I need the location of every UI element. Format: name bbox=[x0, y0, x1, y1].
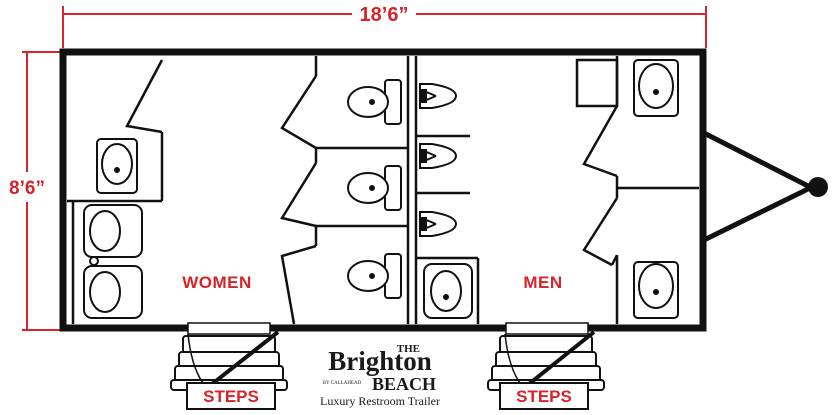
right-entry-door bbox=[522, 330, 596, 390]
left-steps bbox=[170, 335, 288, 391]
men-door-opening bbox=[505, 322, 589, 335]
left-steps-badge bbox=[186, 382, 276, 410]
hitch-ball bbox=[808, 177, 828, 197]
right-steps-label: STEPS bbox=[516, 387, 572, 406]
women-door-opening bbox=[187, 322, 271, 335]
trailer-hitch bbox=[701, 130, 813, 243]
right-steps-badge bbox=[499, 382, 589, 410]
interior-walls bbox=[67, 56, 699, 324]
women-room-label: WOMEN bbox=[182, 273, 252, 292]
men-room-label: MEN bbox=[523, 273, 562, 292]
logo-beach: BEACH bbox=[372, 374, 436, 394]
left-steps-label: STEPS bbox=[203, 387, 259, 406]
length-dimension bbox=[62, 6, 707, 48]
brighton-beach-logo: THE Brighton BY CALLAHEAD BEACH Luxury R… bbox=[320, 343, 440, 408]
width-label: 8’6” bbox=[9, 178, 45, 199]
logo-maker: BY CALLAHEAD bbox=[323, 381, 362, 386]
length-label: 18’6” bbox=[360, 4, 409, 26]
logo-brighton: Brighton bbox=[328, 346, 432, 376]
logo-tagline: Luxury Restroom Trailer bbox=[320, 394, 440, 408]
women-fixtures bbox=[83, 79, 402, 319]
logo-the: THE bbox=[397, 343, 420, 355]
right-steps bbox=[487, 335, 605, 391]
left-entry-door bbox=[205, 330, 280, 390]
width-dimension bbox=[22, 51, 62, 331]
men-fixtures bbox=[419, 59, 679, 319]
trailer-outer-wall bbox=[59, 48, 707, 332]
door-swings bbox=[125, 59, 619, 325]
